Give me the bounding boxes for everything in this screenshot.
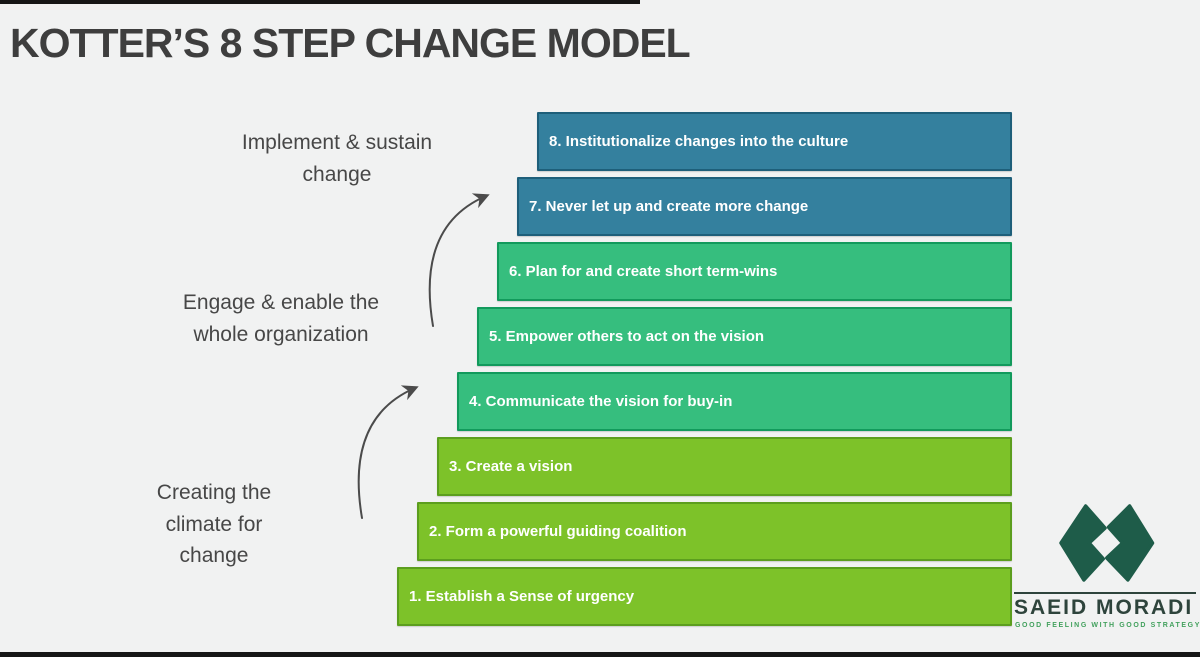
step-bar-4: 4. Communicate the vision for buy-in [457,372,1012,431]
brand-name: SAEID MORADI [1014,592,1196,620]
phase-label-engage-enable: Engage & enable the whole organization [182,291,380,346]
step-bar-8: 8. Institutionalize changes into the cul… [537,112,1012,171]
brand-monogram-icon [1059,504,1155,582]
page-title: KOTTER’S 8 STEP CHANGE MODEL [10,20,691,66]
step-bar-6: 6. Plan for and create short term-wins [497,242,1012,301]
step-bar-5: 5. Empower others to act on the vision [477,307,1012,366]
step-bar-1: 1. Establish a Sense of urgency [397,567,1012,626]
top-accent-bar [0,0,640,4]
phase-label-creating-climate: Creating the climate for change [156,481,272,567]
brand-tagline: GOOD FEELING WITH GOOD STRATEGY [1015,622,1200,629]
step-bar-7: 7. Never let up and create more change [517,177,1012,236]
arrow-to-step4 [357,385,419,519]
bottom-accent-bar [0,652,1200,657]
step-bar-3: 3. Create a vision [437,437,1012,496]
phase-label-implement-sustain: Implement & sustain change [241,131,433,186]
step-bar-2: 2. Form a powerful guiding coalition [417,502,1012,561]
